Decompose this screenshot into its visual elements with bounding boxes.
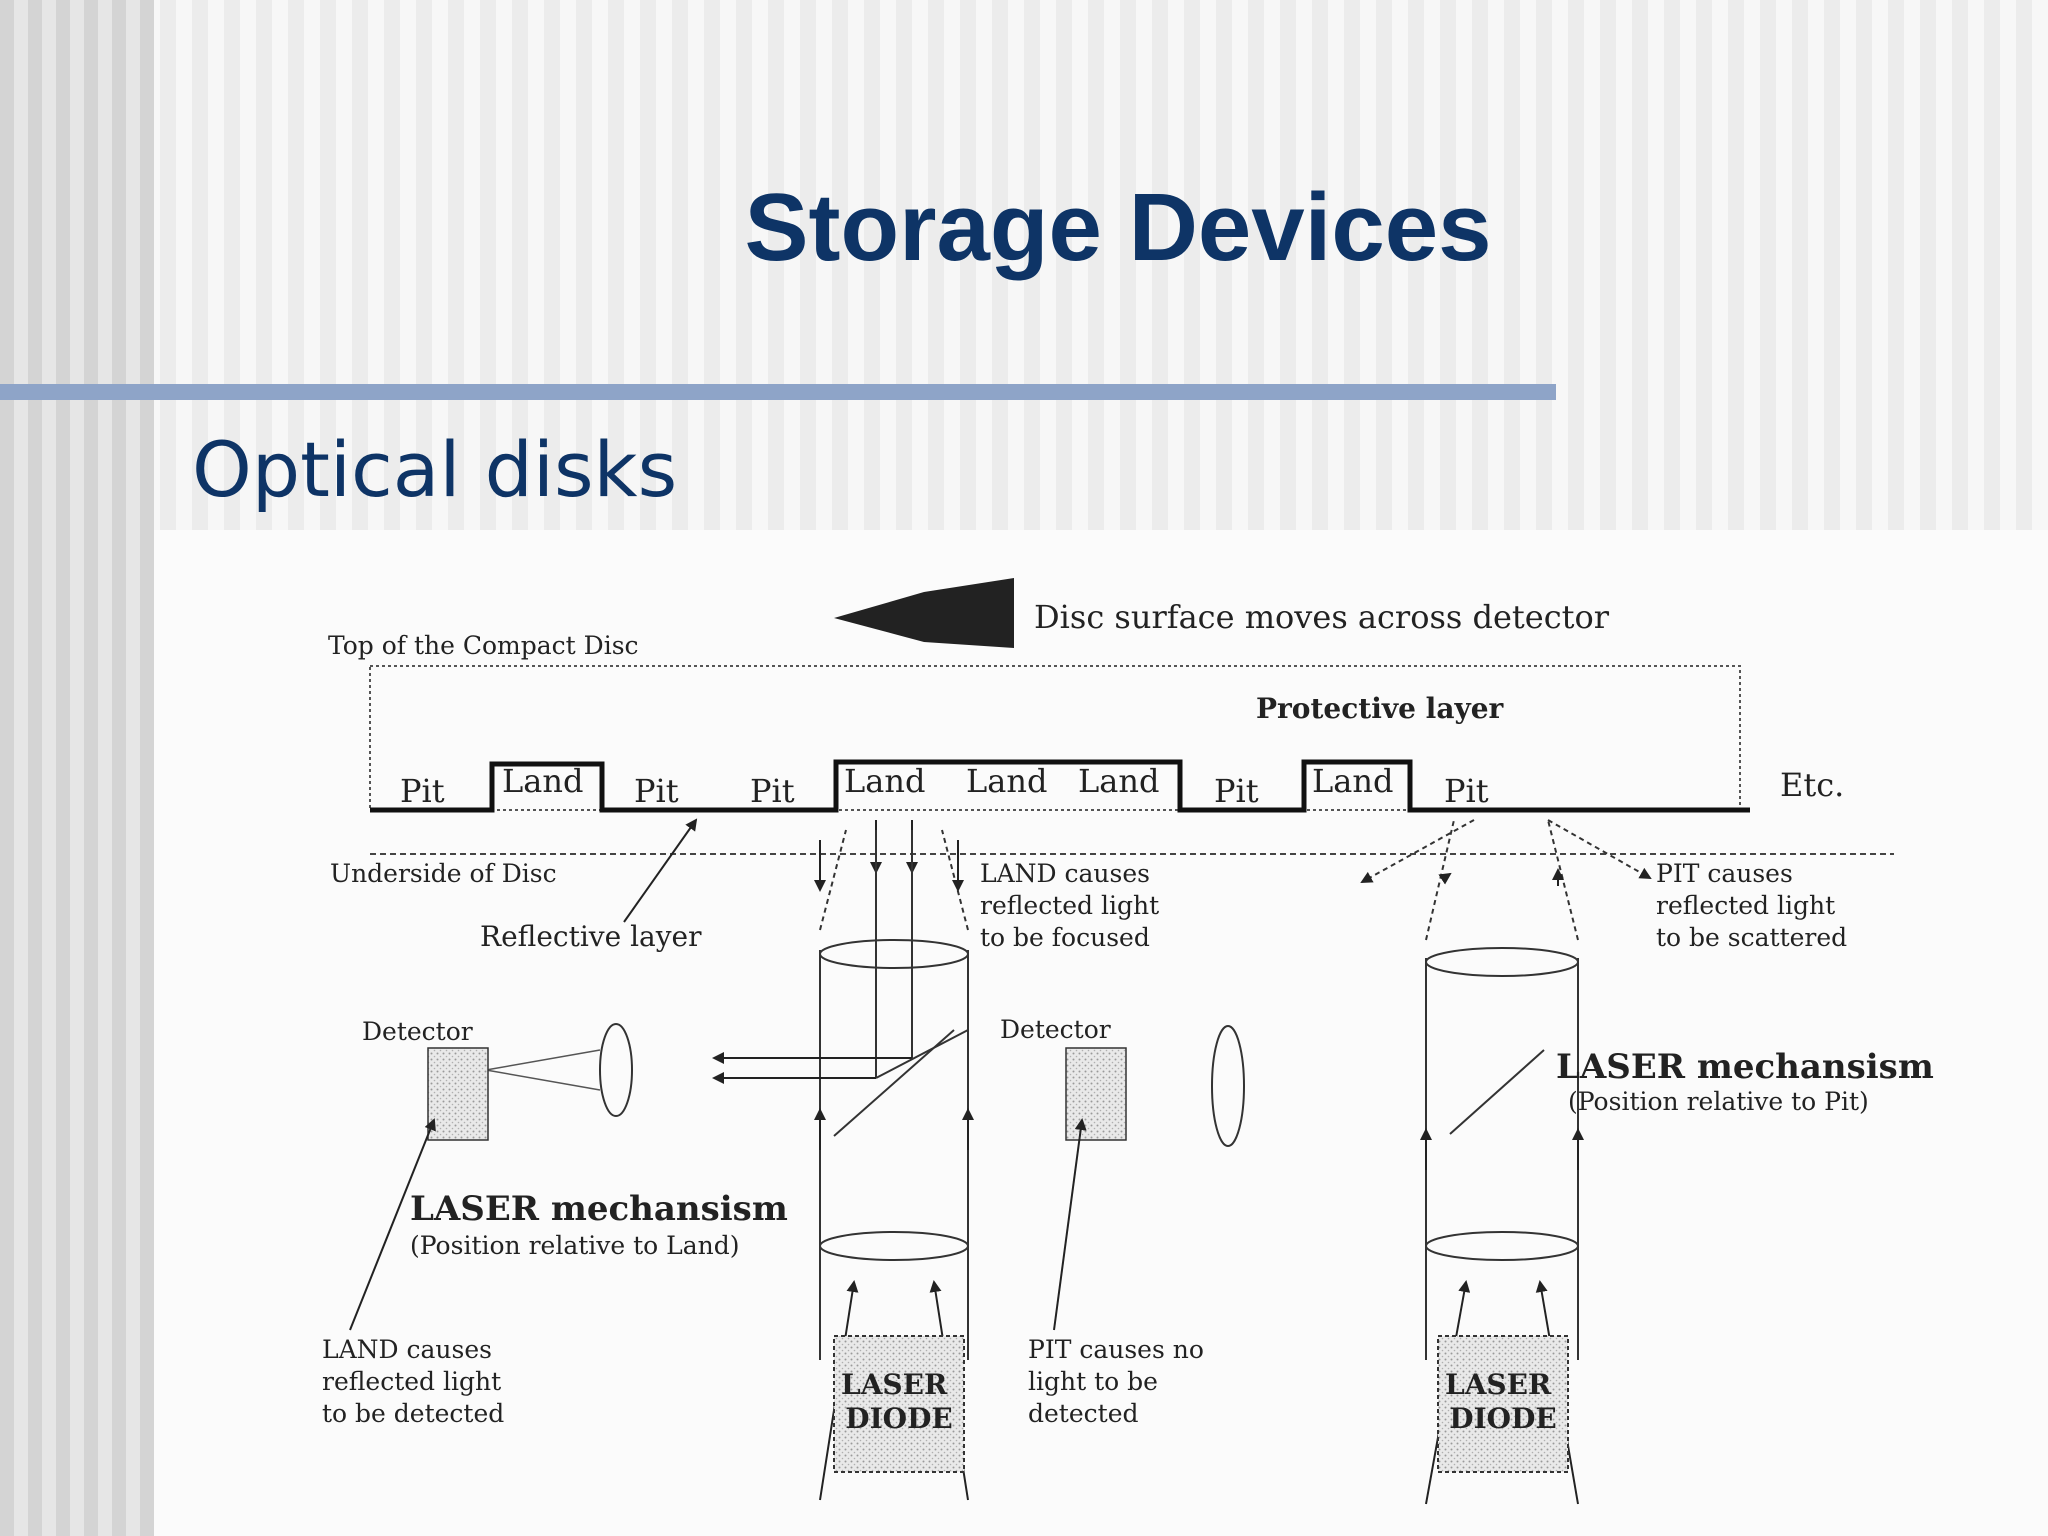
protective-layer-label: Protective layer <box>1256 692 1505 725</box>
land-focus-note: LAND causes reflected light to be focuse… <box>980 859 1167 952</box>
laser-pit-subtitle: (Position relative to Pit) <box>1568 1087 1869 1116</box>
optical-disk-diagram: Disc surface moves across detector Top o… <box>154 530 2048 1536</box>
land-detect-note: LAND causes reflected light to be detect… <box>322 1335 509 1428</box>
surface-segment-label: Pit <box>1444 772 1489 810</box>
laser-pit-title: LASER mechansism <box>1556 1047 1934 1087</box>
laser-land-title: LASER mechansism <box>410 1189 788 1229</box>
right-diode-label: LASER DIODE <box>1445 1368 1561 1435</box>
left-detector-box <box>427 1047 489 1141</box>
surface-segment-label: Land <box>1312 762 1393 800</box>
surface-segment-label: Land <box>502 762 583 800</box>
direction-label: Disc surface moves across detector <box>1034 598 1610 636</box>
pit-scatter-note: PIT causes reflected light to be scatter… <box>1656 859 1847 952</box>
direction-arrow <box>834 578 1014 648</box>
disc-surface-profile <box>370 759 1750 813</box>
etc-label: Etc. <box>1780 766 1844 804</box>
laser-land-subtitle: (Position relative to Land) <box>410 1231 740 1260</box>
right-detector-label: Detector <box>1000 1015 1111 1044</box>
surface-segment-label: Land <box>966 762 1047 800</box>
surface-segment-label: Pit <box>750 772 795 810</box>
laser-mechanism-pit <box>1360 819 1652 1505</box>
underside-label: Underside of Disc <box>330 859 557 888</box>
top-of-disc-label: Top of the Compact Disc <box>328 631 639 660</box>
surface-segment-label: Pit <box>400 772 445 810</box>
right-laser-diode-box <box>1437 1335 1569 1473</box>
pit-nolight-note: PIT causes no light to be detected <box>1028 1335 1212 1428</box>
left-diode-label: LASER DIODE <box>841 1368 957 1435</box>
surface-segment-label: Pit <box>1214 772 1259 810</box>
laser-mechanism-land <box>712 820 974 1501</box>
land-detect-pointer <box>349 1118 436 1331</box>
focusing-lens <box>599 1023 633 1117</box>
diagram-canvas: Disc surface moves across detector Top o… <box>322 578 1934 1505</box>
pit-nolight-pointer <box>1053 1118 1087 1331</box>
title-divider <box>0 384 1556 400</box>
left-decorative-strip <box>0 0 154 1536</box>
reflective-pointer <box>623 818 698 923</box>
reflective-label: Reflective layer <box>480 920 702 953</box>
slide-subtitle: Optical disks <box>192 425 678 514</box>
left-laser-diode-box <box>833 1335 965 1473</box>
surface-segment-label: Land <box>844 762 925 800</box>
left-detector-label: Detector <box>362 1017 473 1046</box>
slide-title: Storage Devices <box>744 174 1492 281</box>
right-detector-box <box>1065 1047 1127 1141</box>
protective-layer-box <box>369 665 1741 811</box>
surface-segment-label: Land <box>1078 762 1159 800</box>
middle-lens <box>1211 1025 1245 1147</box>
surface-segment-label: Pit <box>634 772 679 810</box>
